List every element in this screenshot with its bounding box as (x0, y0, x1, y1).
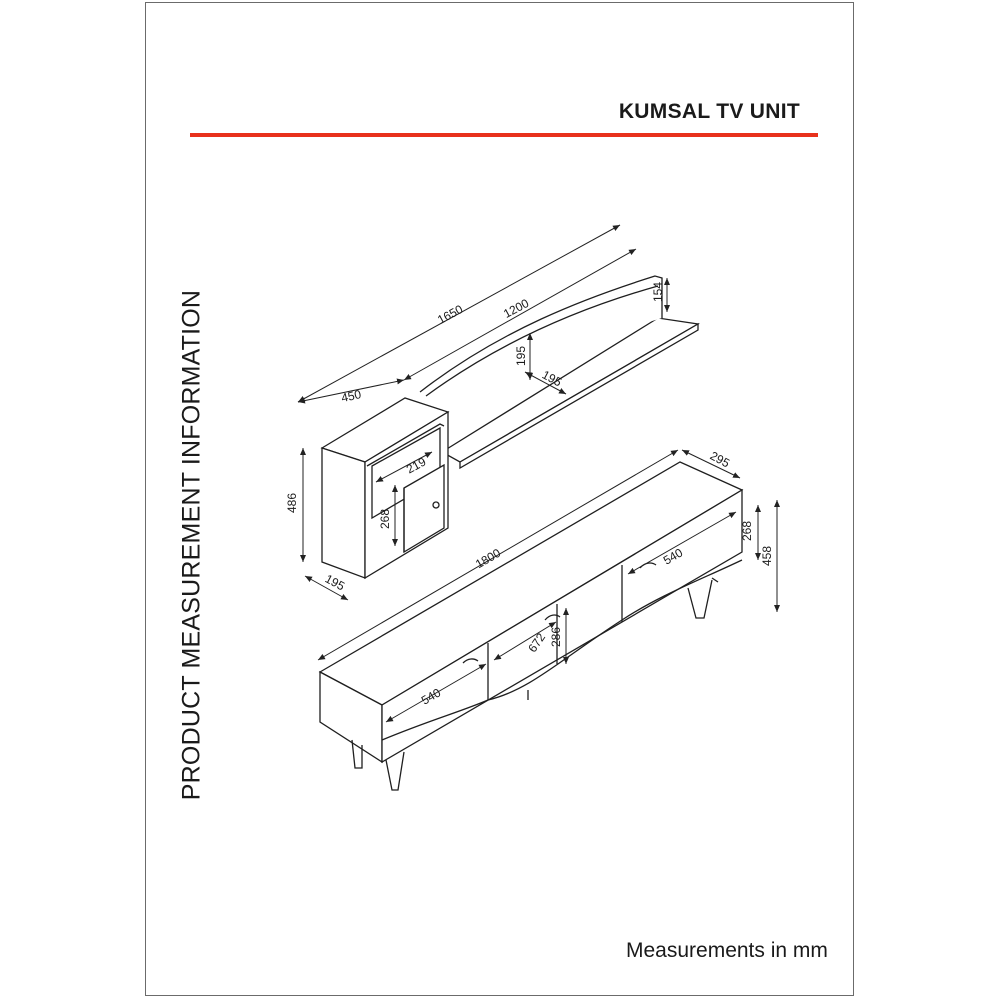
dim-middle-height: 286 (549, 627, 563, 647)
dim-unit-total-height: 458 (760, 546, 774, 566)
wall-cabinet (320, 397, 450, 580)
dim-cabinet-depth: 195 (323, 572, 348, 594)
product-title: KUMSAL TV UNIT (618, 100, 800, 123)
wall-shelf (419, 275, 700, 470)
dim-unit-depth: 295 (708, 449, 733, 471)
dim-cabinet-width: 450 (340, 387, 363, 405)
dim-shelf-back-height: 154 (651, 282, 665, 302)
dim-cabinet-height: 486 (285, 493, 299, 513)
dim-unit-body-height: 268 (740, 521, 754, 541)
title-underline (190, 133, 818, 137)
drawing-sheet-border (145, 2, 854, 996)
units-note: Measurements in mm (626, 939, 828, 962)
dim-shelf-total-width: 1650 (435, 302, 465, 327)
dim-shelf-inner-height: 195 (514, 346, 528, 366)
dim-cabinet-inner-height: 268 (378, 509, 392, 529)
dimension-lines (297, 224, 780, 723)
